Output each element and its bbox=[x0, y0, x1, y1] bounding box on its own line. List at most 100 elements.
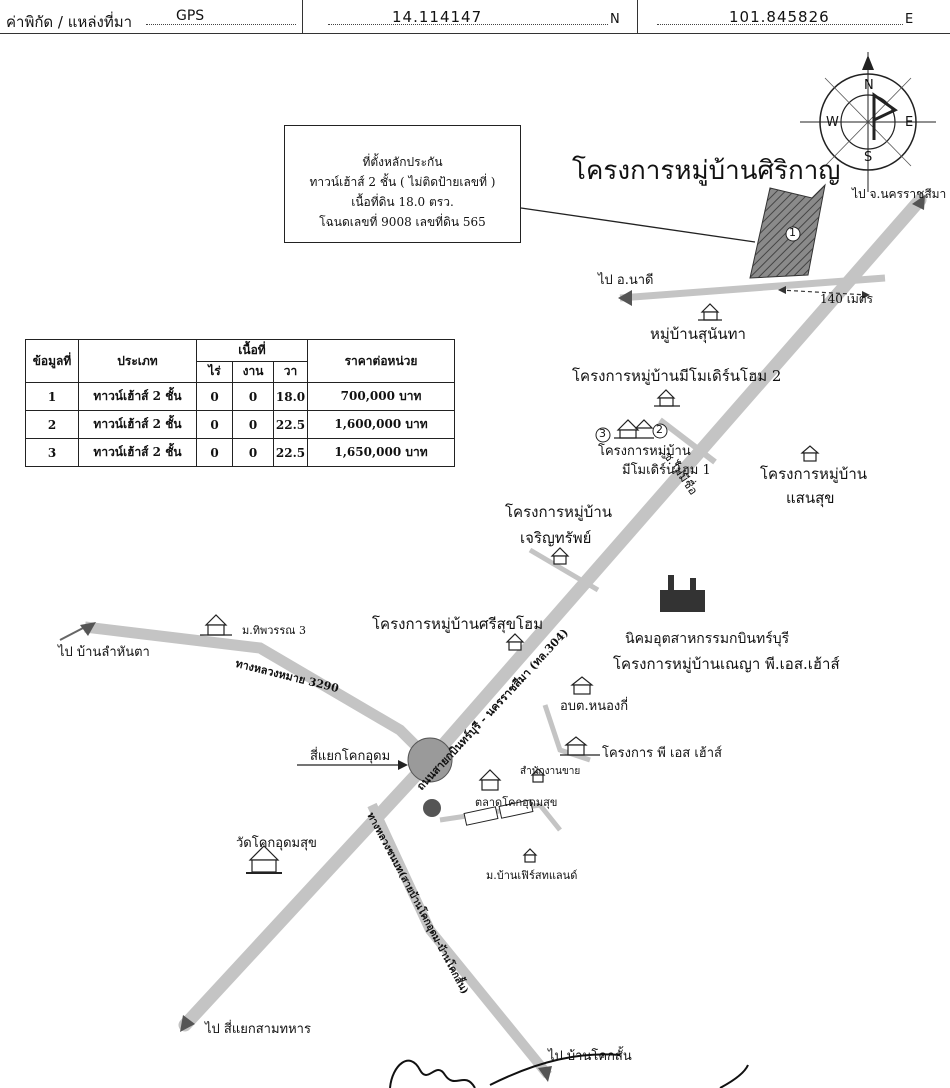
compass-rose bbox=[800, 52, 936, 192]
label-temple: วัดโคกอุดมสุข bbox=[236, 836, 317, 851]
th-wa: วา bbox=[273, 360, 308, 383]
cell-ngan: 0 bbox=[232, 382, 274, 411]
rural-road bbox=[367, 802, 552, 1079]
label-junction: สี่แยกโคกอุดม bbox=[310, 749, 391, 764]
collateral-info-box: ที่ตั้งหลักประกัน ทาวน์เฮ้าส์ 2 ชั้น ( ไ… bbox=[284, 125, 521, 243]
arrow-lamhantha bbox=[80, 622, 96, 636]
label-land-office: สำนักงานขาย bbox=[520, 766, 581, 777]
label-ps-house: โครงการ พี เอส เฮ้าส์ bbox=[602, 746, 722, 761]
th-ngan: งาน bbox=[232, 360, 274, 383]
cell-price: 1,600,000 บาท bbox=[307, 410, 455, 439]
info-line2: ทาวน์เฮ้าส์ 2 ชั้น ( ไม่ติดป้ายเลขที่ ) bbox=[309, 175, 496, 189]
info-line3: เนื้อที่ดิน 18.0 ตรว. bbox=[351, 195, 454, 209]
label-to-lamhantha: ไป บ้านลำหันตา bbox=[58, 645, 150, 660]
label-sunanta: หมู่บ้านสุนันทา bbox=[650, 325, 746, 343]
compass-e: E bbox=[905, 115, 914, 130]
temple-icon bbox=[246, 845, 282, 874]
house-icon-firstland bbox=[522, 848, 538, 863]
source-cell: ค่าพิกัด / แหล่งที่มา GPS bbox=[0, 0, 303, 33]
charoensap-soi bbox=[528, 547, 600, 593]
label-charoensap-b: เจริญทรัพย์ bbox=[520, 529, 592, 547]
house-icon-obt bbox=[570, 676, 594, 695]
label-obt: อบต.หนองกี่ bbox=[560, 699, 629, 714]
house-icon-sunanta bbox=[698, 303, 722, 321]
coord-label: ค่าพิกัด / แหล่งที่มา bbox=[6, 13, 133, 31]
house-icon-mimodern1 bbox=[614, 419, 654, 439]
label-charoensap-a: โครงการหมู่บ้าน bbox=[505, 503, 613, 521]
house-icon-sirisuk bbox=[505, 633, 525, 651]
table-row: 1 ทาวน์เฮ้าส์ 2 ชั้น 0 0 18.0 700,000 บา… bbox=[25, 382, 455, 411]
cell-rai: 0 bbox=[196, 410, 233, 439]
compass-n: N bbox=[864, 78, 874, 93]
th-no: ข้อมูลที่ bbox=[25, 339, 79, 383]
arrow-korat bbox=[912, 195, 925, 210]
label-first-land: ม.บ้านเฟิร์สทแลนด์ bbox=[486, 869, 578, 882]
house-icon-saensuk bbox=[800, 445, 820, 462]
label-mimodern1-b: มีโมเดิร์นโฮม 1 bbox=[622, 463, 711, 478]
th-type: ประเภท bbox=[78, 339, 197, 383]
marker-1 bbox=[785, 226, 801, 242]
label-to-korat: ไป จ.นครราชสีมา bbox=[852, 187, 947, 201]
label-sirisuk: โครงการหมู่บ้านศรีสุขโฮม bbox=[372, 615, 544, 633]
marker-3-label: 3 bbox=[599, 427, 606, 440]
label-to-samthahan: ไป สี่แยกสามทหาร bbox=[205, 1022, 311, 1037]
cell-no: 2 bbox=[25, 410, 79, 439]
marker-2 bbox=[652, 423, 668, 439]
side-road bbox=[542, 704, 591, 763]
factory-icon bbox=[660, 575, 705, 612]
nadi-road bbox=[619, 274, 886, 302]
label-to-koksan: ไป บ้านโคกสั้น bbox=[548, 1049, 632, 1064]
cell-rai: 0 bbox=[196, 382, 233, 411]
highway-304-road bbox=[178, 193, 927, 1032]
house-icon-mimodern2 bbox=[654, 389, 680, 407]
arrow-koksan bbox=[538, 1066, 552, 1082]
junction-circle bbox=[407, 737, 453, 783]
cell-no: 3 bbox=[25, 438, 79, 467]
comparison-table: ข้อมูลที่ ประเภท เนื้อที่ ราคาต่อหน่วย ไ… bbox=[25, 339, 455, 467]
th-rai: ไร่ bbox=[196, 360, 233, 383]
info-box-pointer bbox=[520, 207, 756, 243]
label-mimodern2: โครงการหมู่บ้านมีโมเดิร์นโฮม 2 bbox=[572, 367, 782, 385]
house-icon-ps bbox=[560, 736, 600, 756]
cell-rai: 0 bbox=[196, 438, 233, 467]
info-line4: โฉนดเลขที่ 9008 เลขที่ดิน 565 bbox=[319, 215, 486, 229]
cell-wa: 22.5 bbox=[273, 410, 308, 439]
source-value: GPS bbox=[176, 8, 205, 24]
project-title: โครงการหมู่บ้านศิริกาญ bbox=[572, 156, 841, 186]
marker-3 bbox=[595, 427, 611, 443]
label-industrial: นิคมอุตสาหกรรมกบินทร์บุรี bbox=[625, 631, 790, 647]
label-market: ตลาดโคกอุดมสุข bbox=[475, 796, 558, 809]
house-icon-charoensap bbox=[550, 547, 570, 565]
gas-station-icon bbox=[423, 799, 441, 817]
label-thiphawan: ม.ทิพวรรณ 3 bbox=[242, 624, 306, 637]
info-line1: ที่ตั้งหลักประกัน bbox=[362, 155, 443, 169]
th-area: เนื้อที่ bbox=[196, 339, 308, 362]
lat-suffix: N bbox=[610, 12, 620, 27]
label-nanya: โครงการหมู่บ้านเณญา พี.เอส.เฮ้าส์ bbox=[613, 655, 840, 673]
house-icon-thiphawan bbox=[200, 614, 232, 636]
cell-price: 1,650,000 บาท bbox=[307, 438, 455, 467]
cell-ngan: 0 bbox=[232, 438, 274, 467]
compass-s: S bbox=[864, 150, 873, 165]
marker-2-label: 2 bbox=[656, 423, 663, 436]
label-to-nadi: ไป อ.นาดี bbox=[598, 273, 654, 288]
arrow-nadi bbox=[618, 290, 632, 306]
coordinate-header: ค่าพิกัด / แหล่งที่มา GPS 14.114147 N 10… bbox=[0, 0, 950, 34]
lon-suffix: E bbox=[905, 12, 914, 27]
label-distance: 140 เมตร bbox=[820, 292, 873, 306]
cell-type: ทาวน์เฮ้าส์ 2 ชั้น bbox=[78, 438, 197, 467]
marker-1-label: 1 bbox=[789, 226, 796, 239]
cell-wa: 18.0 bbox=[273, 382, 308, 411]
longitude-value: 101.845826 bbox=[729, 8, 830, 26]
label-saensuk-a: โครงการหมู่บ้าน bbox=[760, 465, 868, 483]
th-price: ราคาต่อหน่วย bbox=[307, 339, 455, 383]
label-mimodern1-a: โครงการหมู่บ้าน bbox=[598, 444, 691, 459]
cell-wa: 22.5 bbox=[273, 438, 308, 467]
longitude-cell: 101.845826 E bbox=[637, 0, 950, 33]
arrow-samthahan bbox=[180, 1015, 195, 1032]
unnamed-soi bbox=[658, 417, 717, 465]
cell-type: ทาวน์เฮ้าส์ 2 ชั้น bbox=[78, 410, 197, 439]
cell-no: 1 bbox=[25, 382, 79, 411]
latitude-value: 14.114147 bbox=[392, 8, 483, 26]
